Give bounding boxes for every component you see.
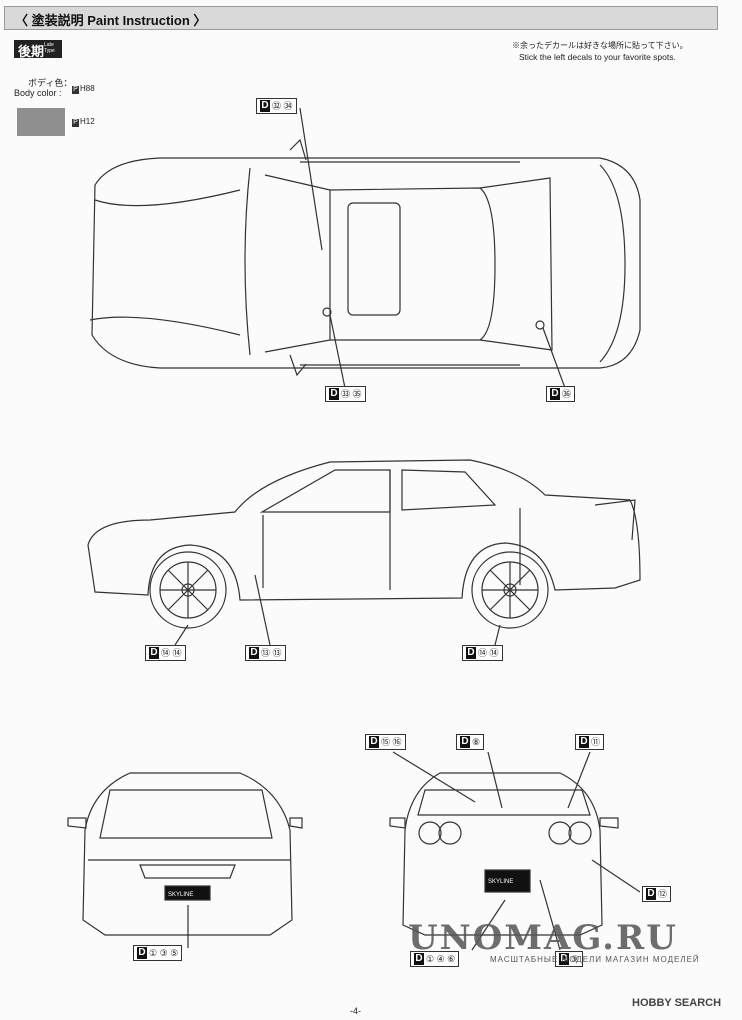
- watermark-sub: МАСШТАБНЫЕ МОДЕЛИ МАГАЗИН МОДЕЛЕЙ: [490, 955, 700, 964]
- decal-numbers: ① ④ ⑥: [426, 954, 456, 964]
- decal-numbers: ⑨: [571, 954, 580, 964]
- decal-numbers: ㊱: [562, 389, 572, 399]
- decal-letter: D: [550, 388, 560, 400]
- type-badge-en: Late Type: [44, 42, 55, 54]
- decal-numbers: ⑮ ⑯: [381, 737, 402, 747]
- decal-numbers: ⑭ ⑭: [478, 648, 499, 658]
- decal-numbers: ⑬ ⑬: [261, 648, 282, 658]
- decal-numbers: ㉜ ㉞: [272, 101, 293, 111]
- note-jp: ※余ったデカールは好きな場所に貼って下さい。: [512, 41, 688, 50]
- type-badge-jp: 後期: [18, 44, 45, 59]
- decal-letter: D: [260, 100, 270, 112]
- decal-numbers: ㉝ ㉟: [341, 389, 362, 399]
- rear-plate-text: SKYLINE: [488, 879, 513, 885]
- body-color-label-en: Body color :: [14, 88, 62, 98]
- hobby-search-logo: HOBBY SEARCH: [632, 997, 722, 1009]
- paint-icon: P: [72, 86, 79, 94]
- decal-letter: D: [414, 953, 424, 965]
- decal-numbers: ⑫: [658, 889, 668, 899]
- front-view-car: [67, 772, 303, 948]
- note-en: Stick the left decals to your favorite s…: [519, 52, 676, 62]
- decal-letter: D: [579, 736, 589, 748]
- decal-numbers: ⑧: [472, 737, 481, 747]
- decal-letter: D: [460, 736, 470, 748]
- watermark-main: UNOMAG.RU: [408, 918, 678, 958]
- paint-code-body-value: H88: [80, 84, 95, 93]
- late-type-badge: 後期 Late Type: [14, 40, 62, 59]
- decal-letter: D: [137, 947, 147, 959]
- section-header: 〈 塗装説明 Paint Instruction 〉: [4, 6, 718, 30]
- decal-letter: D: [149, 647, 159, 659]
- decal-letter: D: [646, 888, 656, 900]
- paint-code-gray-value: H12: [80, 117, 95, 126]
- decal-letter: D: [369, 736, 379, 748]
- front-plate-text: SKYLINE: [168, 892, 193, 898]
- paint-icon: P: [72, 119, 79, 127]
- rear-view-car: [389, 751, 641, 951]
- decal-letter: D: [559, 953, 569, 965]
- decal-letter: D: [466, 647, 476, 659]
- body-color-label-jp: ボディ色：: [28, 78, 73, 88]
- decal-numbers: ① ③ ⑤: [149, 948, 179, 958]
- side-view-car: [87, 459, 641, 646]
- decal-letter: D: [249, 647, 259, 659]
- section-title: 〈 塗装説明 Paint Instruction 〉: [15, 13, 207, 28]
- page-number: -4-: [350, 1006, 361, 1016]
- top-view-car: [89, 107, 641, 389]
- decal-letter: D: [329, 388, 339, 400]
- gray-color-swatch: [17, 108, 65, 136]
- decal-numbers: ⑭ ⑭: [161, 648, 182, 658]
- decal-numbers: ⑪: [591, 737, 601, 747]
